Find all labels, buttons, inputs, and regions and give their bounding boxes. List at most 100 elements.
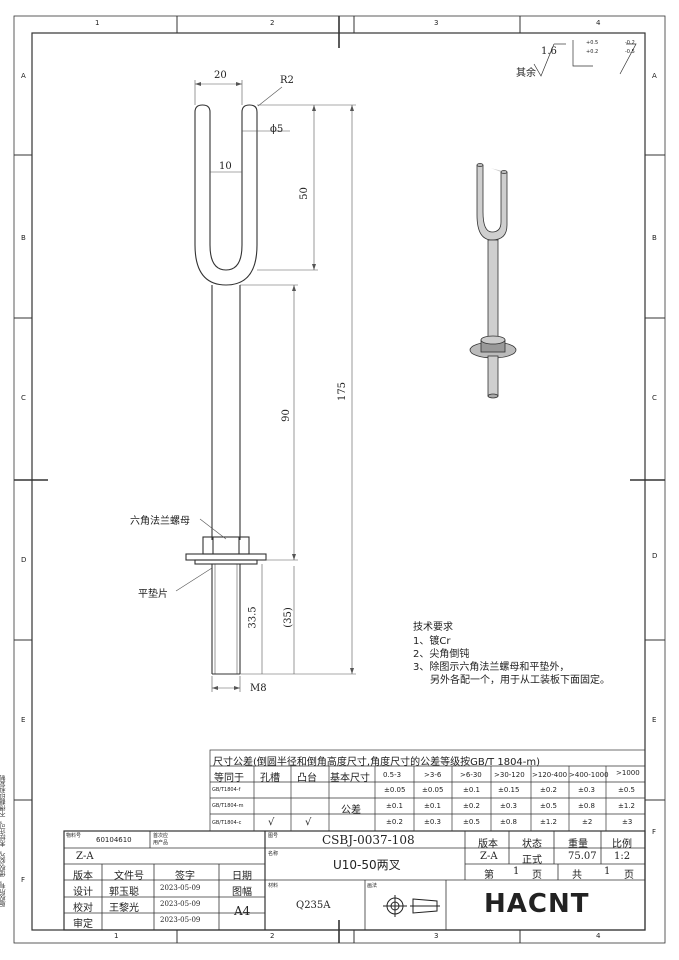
grid-col-2: 2: [270, 19, 275, 27]
grid-row-b-right: B: [652, 234, 657, 242]
tech-heading: 技术要求: [413, 622, 453, 633]
tol-h-boss: 凸台: [297, 773, 317, 784]
tb-status: 正式: [522, 855, 542, 866]
tb-page: 1: [513, 866, 520, 877]
tol-h-r6: >400-1000: [569, 771, 609, 779]
dim-gap-10: 10: [219, 161, 232, 172]
grid-col-4: 4: [596, 19, 601, 27]
grid-col-3: 3: [434, 19, 439, 27]
tol-c-v1: ±0.2: [386, 818, 403, 826]
callout-washer: 平垫片: [138, 589, 168, 600]
tb-first-use-1: 首次应: [153, 833, 169, 839]
tol-merged-label: 公差: [341, 805, 361, 816]
surface-prefix: 其余: [516, 68, 536, 79]
dim-thread-33: 33.5: [247, 606, 259, 629]
tb-material-label: 材料: [268, 883, 279, 889]
dim-thread-m8: M8: [250, 683, 267, 694]
tb-version-label: 版本: [478, 839, 498, 850]
tb-col-version: 版本: [73, 871, 93, 882]
tech-item-4: 另外各配一个，用于从工装板下面固定。: [430, 675, 610, 686]
surface-tol-a: +0.5: [586, 40, 599, 46]
copyright-side-note: 版权所有，侵权必究，未经许可，不得翻印和复制: [0, 775, 7, 907]
dim-height-50: 50: [298, 187, 310, 200]
tol-m-v6: ±0.8: [578, 802, 595, 810]
tb-page-unit: 页: [532, 870, 542, 881]
tol-m-v4: ±0.3: [500, 802, 517, 810]
callout-nut: 六角法兰螺母: [130, 516, 190, 527]
tb-status-label: 状态: [522, 839, 542, 850]
tol-m-v3: ±0.2: [463, 802, 480, 810]
tolerance-caption: 尺寸公差(倒圆半径和倒角高度尺寸,角度尺寸的公差等级按GB/T 1804-m): [213, 757, 541, 768]
grid-row-d-right: D: [652, 552, 658, 560]
tb-weight: 75.07: [568, 851, 597, 862]
tol-m-v2: ±0.1: [424, 802, 441, 810]
tol-c-hole: √: [268, 817, 275, 828]
tb-scale-label: 比例: [612, 839, 632, 850]
tech-item-3: 3、除图示六角法兰螺母和平垫外，: [413, 662, 570, 673]
tol-f-v1: ±0.05: [384, 786, 406, 794]
grid-col-3-bottom: 3: [434, 932, 439, 940]
tb-view-label: 画法: [367, 883, 378, 889]
tb-approve-label: 审定: [73, 919, 93, 930]
tol-f-v7: ±0.5: [618, 786, 635, 794]
tol-h-r5: >120-400: [532, 771, 568, 779]
surface-roughness: 1.6: [541, 46, 557, 57]
dim-thread-35: (35): [282, 607, 294, 628]
grid-row-f: F: [21, 876, 26, 884]
grid-row-f-right: F: [652, 828, 657, 836]
tb-total-unit: 页: [624, 870, 634, 881]
grid-col-1: 1: [95, 19, 100, 27]
tol-c-std: GB/T1804-c: [212, 820, 242, 826]
grid-row-e-right: E: [652, 716, 657, 724]
dim-radius: R2: [280, 75, 294, 86]
tol-f-v6: ±0.3: [578, 786, 595, 794]
dim-total-175: 175: [337, 381, 349, 402]
inner-frame: [31, 32, 646, 931]
dim-length-90: 90: [280, 409, 292, 422]
tb-material: Q235A: [296, 900, 331, 911]
tb-part-name: U10-50两叉: [333, 858, 401, 872]
tol-h-hole: 孔槽: [260, 773, 280, 784]
grid-row-b: B: [21, 234, 26, 242]
surface-tol-c: -0.2: [625, 40, 635, 46]
tb-material-no-label: 物料号: [66, 833, 82, 839]
surface-tol-d: -0.5: [625, 49, 635, 55]
tol-f-v5: ±0.2: [540, 786, 557, 794]
tol-f-v2: ±0.05: [422, 786, 444, 794]
tb-name-label: 名称: [268, 851, 279, 857]
tb-total: 1: [604, 866, 611, 877]
tolerance-grid: [209, 749, 646, 832]
tol-m-v7: ±1.2: [618, 802, 635, 810]
tb-check-name: 王黎光: [109, 903, 139, 914]
tb-sheet-size: A4: [234, 904, 251, 918]
tb-design-date: 2023-05-09: [160, 884, 201, 892]
tb-rev-version: Z-A: [76, 851, 94, 862]
tb-design-name: 郭玉聪: [109, 887, 139, 898]
tol-f-std: GB/T1804-f: [212, 787, 241, 793]
tb-page-prefix: 第: [484, 870, 494, 881]
tol-h-basic: 基本尺寸: [330, 773, 370, 784]
tb-version: Z-A: [480, 851, 498, 862]
tb-scale: 1:2: [614, 851, 631, 862]
company-logo: HACNT: [484, 889, 590, 919]
tb-material-no: 60104610: [96, 836, 132, 844]
tol-h-r7: >1000: [616, 769, 640, 777]
iso-view: [469, 163, 517, 399]
tol-h-r3: >6-30: [460, 771, 482, 779]
grid-row-c: C: [21, 394, 26, 402]
tb-first-use-2: 用产品: [153, 840, 169, 846]
tol-f-v4: ±0.15: [498, 786, 520, 794]
projection-symbol-icon: [383, 895, 440, 917]
tb-col-doc: 文件号: [114, 871, 144, 882]
grid-col-2-bottom: 2: [270, 932, 275, 940]
grid-row-a-right: A: [652, 72, 657, 80]
grid-col-4-bottom: 4: [596, 932, 601, 940]
tb-check-label: 校对: [73, 903, 93, 914]
tol-c-v4: ±0.8: [500, 818, 517, 826]
tol-h-r4: >30-120: [494, 771, 525, 779]
tech-item-2: 2、尖角倒钝: [413, 649, 470, 660]
tol-c-v2: ±0.3: [424, 818, 441, 826]
grid-col-1-bottom: 1: [114, 932, 119, 940]
tol-c-v3: ±0.5: [463, 818, 480, 826]
